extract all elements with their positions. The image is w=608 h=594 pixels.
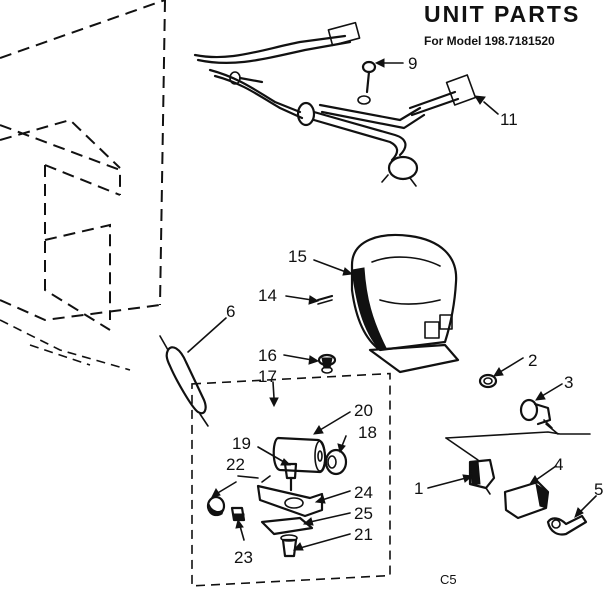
callout-18: 18 — [358, 423, 377, 442]
part-23-terminal — [230, 506, 246, 522]
callout-24: 24 — [354, 483, 373, 502]
part-3-relay — [519, 398, 559, 435]
part-5-clip — [546, 514, 588, 536]
part-24-bracket — [256, 475, 324, 518]
part-1-overload — [468, 458, 496, 495]
diagram-subtitle: For Model 198.7181520 — [424, 34, 555, 48]
cabinet-outline — [0, 0, 166, 371]
callout-4: 4 — [554, 455, 563, 474]
part-18-relay-cover — [324, 448, 348, 476]
callout-19: 19 — [232, 434, 251, 453]
part-9-screw — [357, 60, 377, 105]
part-19-screw — [283, 462, 298, 492]
diagram-title: UNIT PARTS — [424, 1, 580, 27]
part-17-kit-box — [191, 372, 391, 587]
callout-25: 25 — [354, 504, 373, 523]
callout-11: 11 — [500, 110, 518, 129]
callout-16: 16 — [258, 346, 277, 365]
callout-6: 6 — [226, 302, 235, 321]
callout-9: 9 — [408, 54, 417, 73]
part-20-capacitor — [272, 436, 327, 474]
leader-lines — [187, 58, 597, 551]
part-22-clip — [206, 495, 226, 517]
callout-15: 15 — [288, 247, 307, 266]
callout-labels: 9 11 15 14 6 16 17 2 3 20 18 19 22 4 1 2… — [226, 54, 603, 587]
part-2-cap — [478, 373, 498, 389]
wiring-harness — [193, 21, 477, 187]
callout-3: 3 — [564, 373, 573, 392]
part-21-screw — [280, 534, 298, 558]
callout-20: 20 — [354, 401, 373, 420]
callout-5: 5 — [594, 480, 603, 499]
part-14-gasket — [316, 294, 334, 305]
part-4-cover — [503, 480, 550, 520]
part-6-drier — [159, 335, 209, 427]
callout-22: 22 — [226, 455, 245, 474]
callout-21: 21 — [354, 525, 373, 544]
part-16-grommet — [317, 353, 337, 374]
overlay-line — [445, 431, 591, 439]
part-25-plate — [260, 516, 314, 536]
overlay-line-2 — [445, 437, 479, 461]
callout-23: 23 — [234, 548, 253, 567]
callout-17: 17 — [258, 367, 277, 386]
callout-1: 1 — [414, 479, 423, 498]
page-code: C5 — [440, 572, 457, 587]
part-15-compressor — [350, 233, 460, 374]
callout-2: 2 — [528, 351, 537, 370]
callout-14: 14 — [258, 286, 277, 305]
